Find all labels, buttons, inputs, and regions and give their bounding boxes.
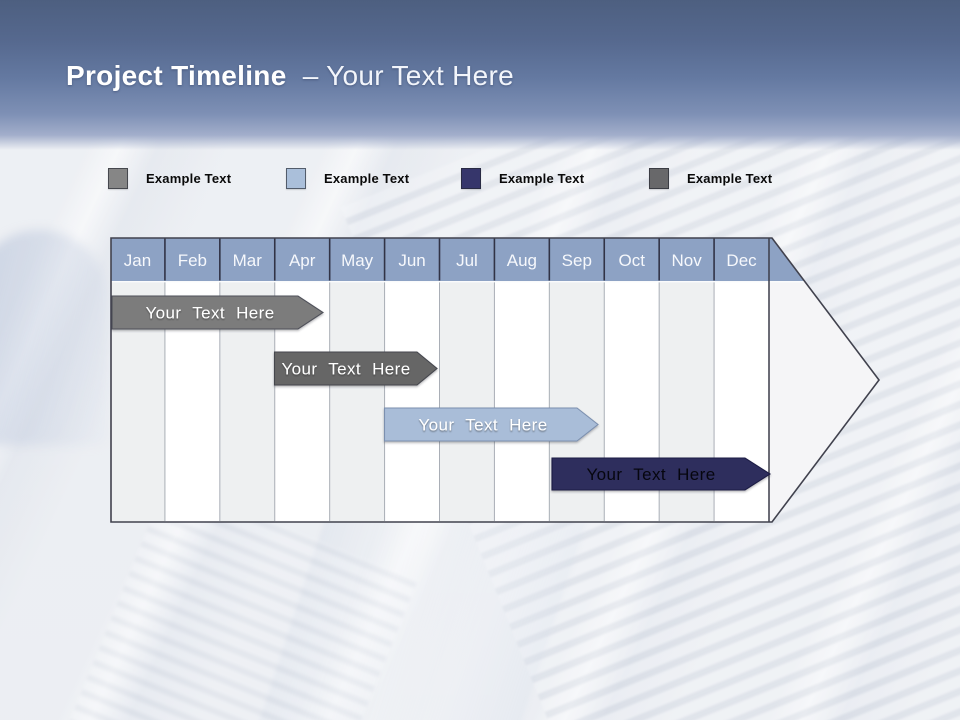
month-header-band	[111, 238, 805, 281]
background-window	[0, 230, 107, 445]
month-header-labels: Jan Feb Mar Apr May Jun Jul Aug Sep Oct …	[124, 251, 757, 270]
legend-label: Example Text	[146, 171, 232, 186]
month-label: Nov	[672, 251, 703, 270]
legend-item: Example Text	[649, 168, 772, 189]
legend-item: Example Text	[461, 168, 584, 189]
legend-swatch	[461, 168, 481, 189]
title-band	[0, 0, 960, 150]
month-label: Oct	[618, 251, 645, 270]
month-label: Jun	[398, 251, 425, 270]
legend-swatch	[649, 168, 669, 189]
legend-item: Example Text	[108, 168, 231, 189]
timeline-arrow-outline	[110, 237, 880, 523]
legend-swatch	[286, 168, 306, 189]
timeline-bar-3	[383, 407, 599, 442]
month-label: Aug	[507, 251, 537, 270]
page-title: Project Timeline – Your Text Here	[66, 60, 514, 92]
month-label: Feb	[178, 251, 207, 270]
month-label: Sep	[562, 251, 592, 270]
timeline-svg: Jan Feb Mar Apr May Jun Jul Aug Sep Oct …	[110, 237, 880, 523]
title-main: Project Timeline	[66, 60, 287, 91]
month-label: Apr	[289, 251, 316, 270]
timeline-bar-4	[551, 457, 772, 491]
timeline-bar-2-label: Your Text Here	[281, 360, 410, 379]
timeline-bar-3-label: Your Text Here	[418, 416, 547, 435]
legend-label: Example Text	[687, 171, 773, 186]
timeline-chart: Jan Feb Mar Apr May Jun Jul Aug Sep Oct …	[110, 237, 880, 523]
header-separators	[164, 238, 715, 281]
month-label: Dec	[726, 251, 757, 270]
legend-swatch	[108, 168, 128, 189]
timeline-bar-1	[111, 295, 324, 330]
legend-item: Example Text	[286, 168, 409, 189]
legend-label: Example Text	[324, 171, 410, 186]
timeline-bar-1-label: Your Text Here	[145, 304, 274, 323]
month-label: Mar	[233, 251, 263, 270]
timeline-bar-2	[273, 351, 438, 386]
title-subtitle: – Your Text Here	[302, 60, 515, 91]
month-label: Jan	[124, 251, 151, 270]
timeline-bar-4-label: Your Text Here	[586, 465, 715, 484]
month-label: Jul	[456, 251, 478, 270]
month-label: May	[341, 251, 374, 270]
legend-label: Example Text	[499, 171, 585, 186]
timeline-bars: Your Text Here Your Text Here Your Text …	[111, 295, 772, 491]
